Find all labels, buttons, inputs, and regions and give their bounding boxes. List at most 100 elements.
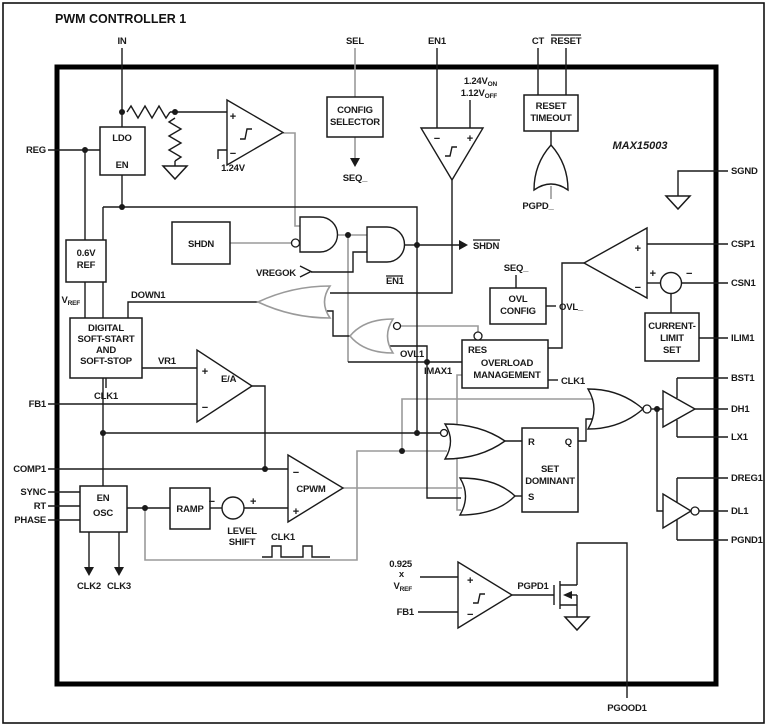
ovl-config-block [489, 287, 547, 325]
and1-invert-bubble [290, 238, 301, 248]
seq-label-ovl: SEQ_ [504, 263, 529, 274]
black-wires [48, 48, 728, 698]
set-dominant-latch [521, 427, 579, 513]
config-selector-block [326, 96, 384, 138]
nor-output-bubble [642, 404, 652, 414]
reset-or-gate [533, 143, 569, 192]
vref-block [65, 239, 107, 283]
dh-driver [662, 389, 697, 429]
clk2-label: CLK2 [77, 581, 101, 592]
reset-input-or-gate [443, 423, 507, 460]
svg-text:−: − [434, 133, 440, 145]
svg-text:+: + [467, 575, 473, 587]
svg-text:RESET: RESET [536, 101, 567, 112]
res-label: RES [468, 345, 487, 356]
seq-arrow [350, 158, 360, 167]
svg-text:CURRENT-: CURRENT- [648, 321, 696, 332]
pgpd1-label: PGPD1 [517, 581, 549, 592]
soft-start-block [69, 317, 143, 379]
hysteresis-icon [473, 593, 485, 604]
dh-nor-gate [586, 388, 645, 430]
svg-text:SET: SET [541, 464, 559, 475]
pgood-comparator [457, 560, 514, 630]
and-gate-1 [299, 216, 339, 253]
svg-text:SHDN: SHDN [188, 239, 214, 250]
ldo-en-label: EN [116, 160, 129, 171]
overload-management-block [461, 339, 549, 389]
pgpd-label: PGPD_ [522, 201, 554, 212]
pin-sgnd: SGND [731, 166, 758, 177]
logic-gates [256, 143, 652, 516]
svg-text:SHIFT: SHIFT [229, 537, 256, 548]
svg-text:DIGITAL: DIGITAL [88, 323, 124, 334]
amplifiers [196, 98, 700, 630]
res-invert-bubble [473, 331, 483, 341]
page-title: PWM CONTROLLER 1 [55, 12, 186, 26]
osc-block [79, 485, 128, 533]
vref-label: VREF [61, 295, 80, 307]
down1-or-gate [256, 285, 332, 319]
uvlo-threshold: 1.24V [221, 163, 246, 174]
down1-label: DOWN1 [131, 290, 166, 301]
ovl-or-invert-bubble [392, 321, 402, 331]
svg-text:+: + [230, 111, 236, 123]
pin-dreg1: DREG1 [731, 473, 764, 484]
current-limit-set-block [644, 312, 700, 362]
hysteresis-icon [445, 146, 457, 157]
svg-text:+: + [293, 506, 299, 518]
svg-text:−: − [202, 402, 208, 414]
level-shift-node [221, 496, 245, 520]
en1-bar-label: EN1 [386, 276, 405, 287]
svg-text:CONFIG: CONFIG [500, 306, 536, 317]
svg-text:+: + [650, 268, 656, 280]
imax1-label: IMAX1 [424, 366, 453, 377]
svg-text:−: − [209, 496, 215, 508]
function-blocks: LDO EN CONFIG SELECTOR SEQ_ RESET TIMEOU… [65, 94, 700, 533]
en1-off-threshold: 1.12VOFF [461, 88, 497, 100]
error-amplifier [196, 348, 254, 424]
current-offset-node [659, 271, 683, 295]
pg-threshold-2: x [399, 569, 405, 580]
hysteresis-icon [240, 128, 252, 140]
set-input-or-gate [458, 477, 517, 516]
svg-text:SOFT-STOP: SOFT-STOP [80, 356, 133, 367]
svg-text:REF: REF [77, 260, 96, 271]
pin-comp1: COMP1 [13, 464, 47, 475]
signal-labels: IN SEL EN1 CT RESET REG FB1 COMP1 SYNC R… [13, 34, 764, 714]
ovl-or-gate [348, 318, 395, 354]
cpwm-comparator [287, 453, 345, 524]
pin-reset: RESET [551, 36, 582, 47]
svg-text:CONFIG: CONFIG [337, 105, 373, 116]
svg-text:SELECTOR: SELECTOR [330, 117, 380, 128]
pin-ct: CT [532, 36, 545, 47]
cpwm-label: CPWM [296, 484, 326, 495]
svg-text:+: + [467, 133, 473, 145]
pin-phase: PHASE [14, 515, 46, 526]
seq-label: SEQ_ [343, 173, 368, 184]
clk1-label-softstart: CLK1 [94, 391, 119, 402]
pin-dh1: DH1 [731, 404, 750, 415]
pin-dl1: DL1 [731, 506, 749, 517]
pin-ilim1: ILIM1 [731, 333, 755, 344]
dl-invert-bubble [690, 506, 700, 516]
latch-s-label: S [528, 492, 534, 503]
pin-in: IN [117, 36, 126, 47]
latch-q-label: Q [565, 437, 572, 448]
svg-text:+: + [250, 496, 256, 508]
vr1-label: VR1 [158, 356, 177, 367]
pin-sync: SYNC [20, 487, 46, 498]
svg-text:MANAGEMENT: MANAGEMENT [473, 370, 541, 381]
junction-dots [82, 109, 660, 511]
vregok-label: VREGOK [256, 268, 296, 279]
ea-label: E/A [221, 374, 237, 385]
pin-bst1: BST1 [731, 373, 755, 384]
svg-text:−: − [686, 268, 692, 280]
ovl1-label: OVL1 [400, 349, 425, 360]
ramp-block [169, 487, 211, 530]
svg-text:0.6V: 0.6V [77, 248, 97, 259]
shdn-block [171, 221, 231, 265]
svg-text:TIMEOUT: TIMEOUT [530, 113, 572, 124]
svg-text:−: − [230, 148, 236, 160]
